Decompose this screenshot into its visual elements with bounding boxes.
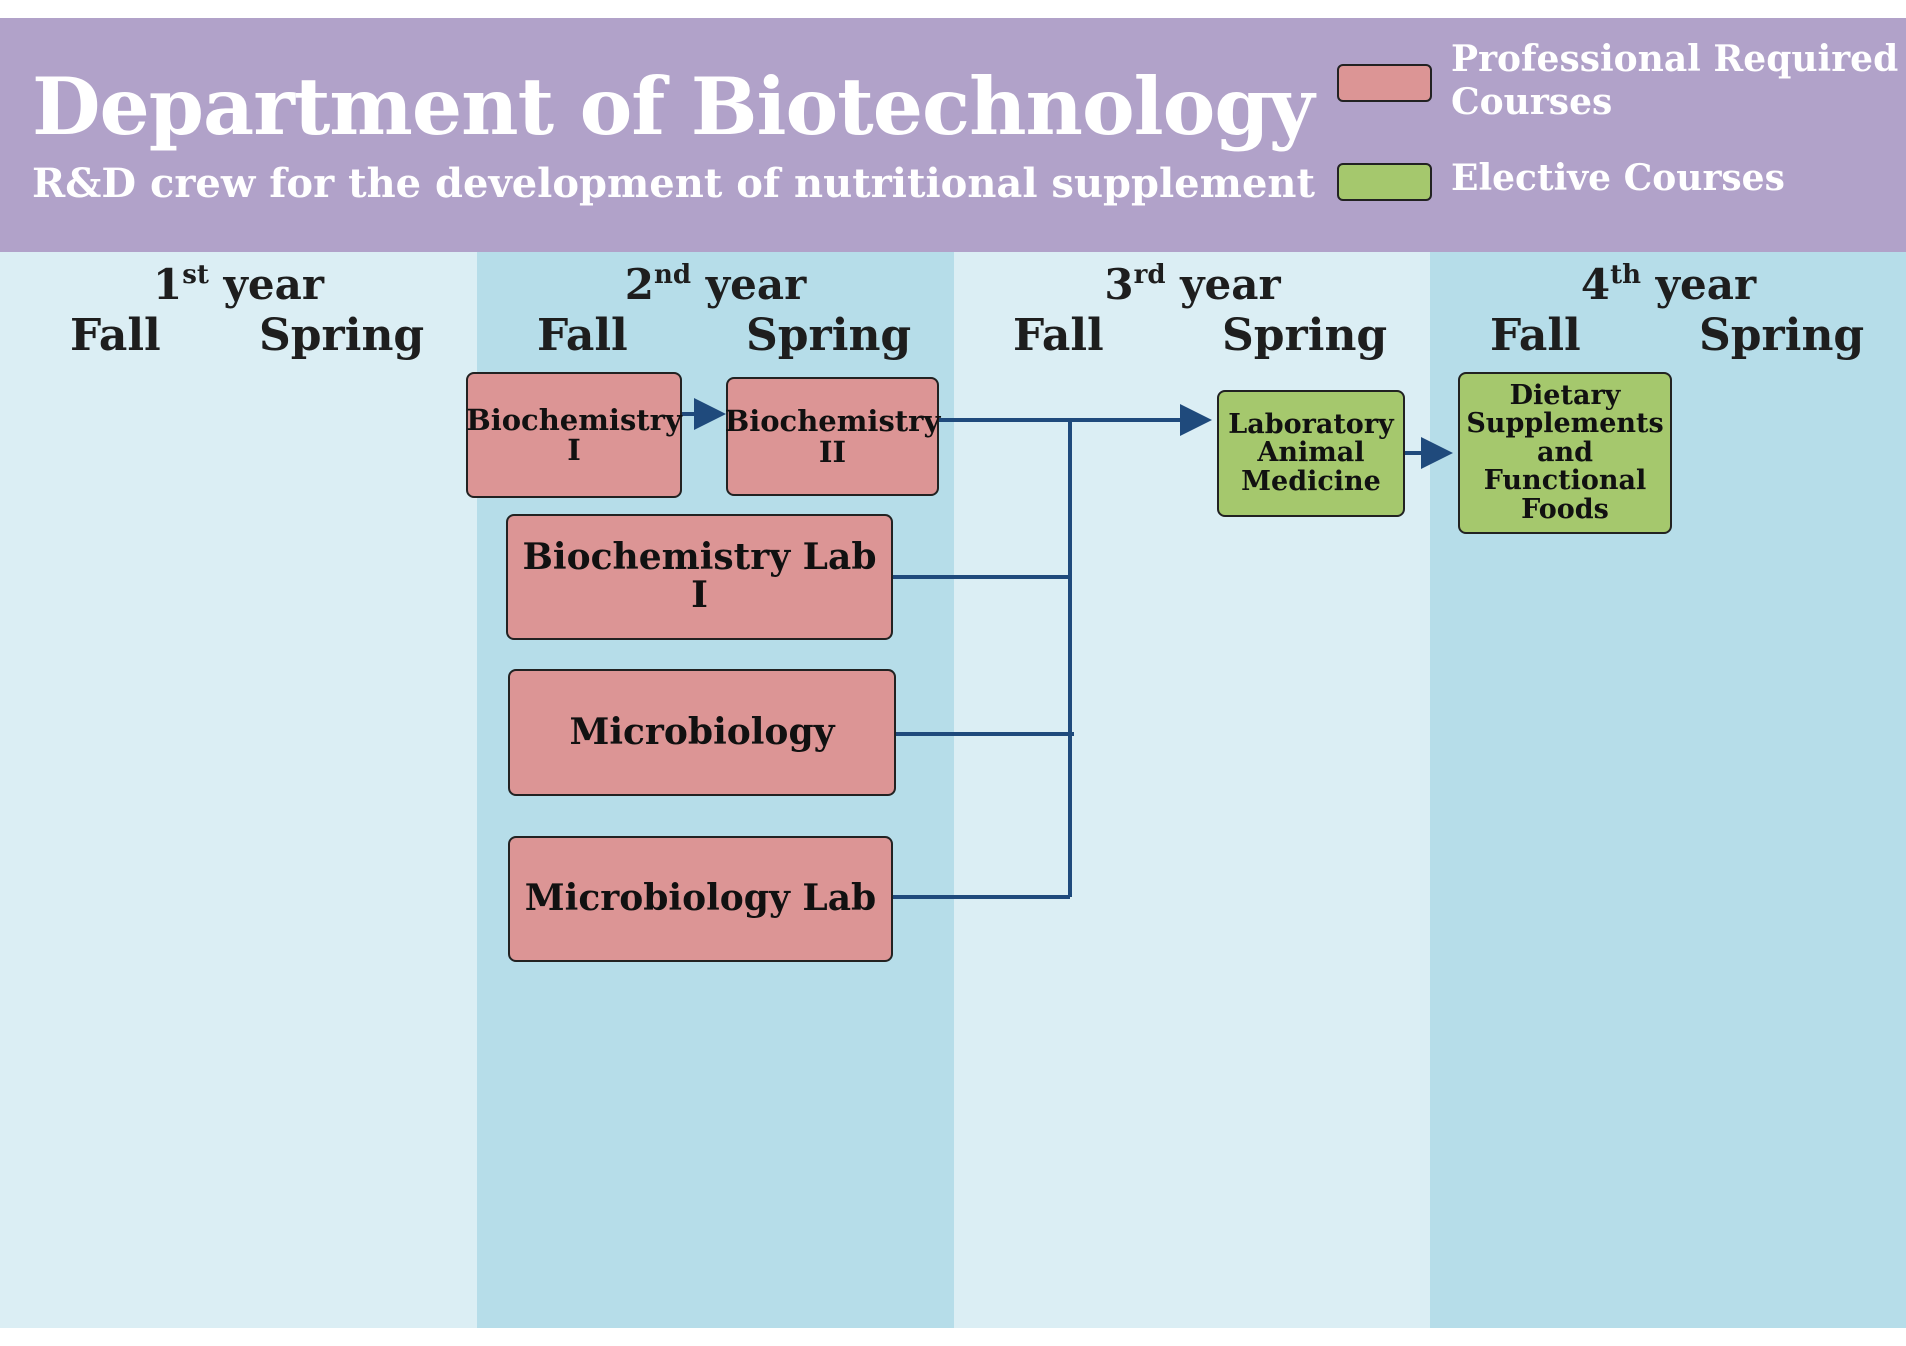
course-biochemistry-1: Biochemistry I [466,372,682,498]
course-dietary-line4: Foods [1521,493,1609,525]
year-4-fall-label: Fall [1490,310,1581,361]
year-3-number: 3 [1104,260,1134,309]
course-biochemistry-1-line2: I [567,433,581,467]
year-2-word: year [705,260,807,309]
legend-label-required-line2: Courses [1451,81,1613,123]
page-title: Department of Biotechnology [32,60,1315,153]
course-biochemistry-lab-1: Biochemistry Lab I [506,514,893,640]
course-dietary-supplements-functional-foods: Dietary Supplements and Functional Foods [1458,372,1672,534]
year-4-number: 4 [1580,260,1611,309]
course-biochemistry-lab-1-line2: I [691,574,708,616]
course-microbiology-label: Microbiology [569,710,835,753]
year-1-suffix: st [182,260,209,290]
legend-label-required-line1: Professional Required [1451,38,1899,80]
year-3-heading: 3rd year [954,260,1431,309]
year-4-heading: 4th year [1430,260,1906,309]
course-laboratory-animal-medicine-line3: Medicine [1241,465,1381,497]
course-dietary-line2: Supplements [1466,408,1664,440]
course-microbiology-lab: Microbiology Lab [508,836,893,962]
year-1-heading: 1st year [0,260,477,309]
legend-swatch-elective [1337,163,1432,201]
year-4-spring-label: Spring [1699,310,1865,361]
course-microbiology: Microbiology [508,669,896,796]
page-subtitle: R&D crew for the development of nutritio… [32,160,1315,207]
year-4-suffix: th [1610,260,1642,290]
course-laboratory-animal-medicine-line2: Animal [1257,437,1365,469]
year-1-band [0,252,477,1328]
year-1-spring-label: Spring [259,310,425,361]
course-biochemistry-1-line1: Biochemistry [466,402,682,437]
year-4-word: year [1655,260,1757,309]
legend-label-required: Professional Required Courses [1451,38,1898,124]
year-2-heading: 2nd year [477,260,954,309]
year-3-spring-label: Spring [1222,310,1388,361]
course-laboratory-animal-medicine-line1: Laboratory [1228,408,1394,440]
course-laboratory-animal-medicine: Laboratory Animal Medicine [1217,390,1405,517]
year-2-number: 2 [624,260,655,309]
year-2-suffix: nd [654,260,692,290]
course-biochemistry-2-line2: II [818,434,847,469]
year-3-fall-label: Fall [1013,310,1104,361]
legend-swatch-required [1337,64,1432,102]
course-biochemistry-lab-1-line1: Biochemistry Lab [522,536,877,579]
year-2-spring-label: Spring [746,310,912,361]
course-biochemistry-2-line1: Biochemistry [724,404,941,439]
year-3-word: year [1180,260,1281,309]
year-2-fall-label: Fall [537,310,628,361]
legend-label-elective: Elective Courses [1451,157,1785,200]
course-microbiology-lab-label: Microbiology Lab [524,877,877,920]
legend-label-elective-line1: Elective Courses [1451,157,1785,199]
header-banner: Department of Biotechnology R&D crew for… [0,18,1906,252]
year-3-suffix: rd [1133,260,1166,290]
year-1-word: year [223,260,324,309]
course-dietary-line3: and Functional [1483,436,1647,497]
year-1-fall-label: Fall [70,310,161,361]
year-1-number: 1 [153,260,183,309]
course-biochemistry-2: Biochemistry II [724,377,941,496]
course-dietary-line1: Dietary [1509,380,1621,412]
